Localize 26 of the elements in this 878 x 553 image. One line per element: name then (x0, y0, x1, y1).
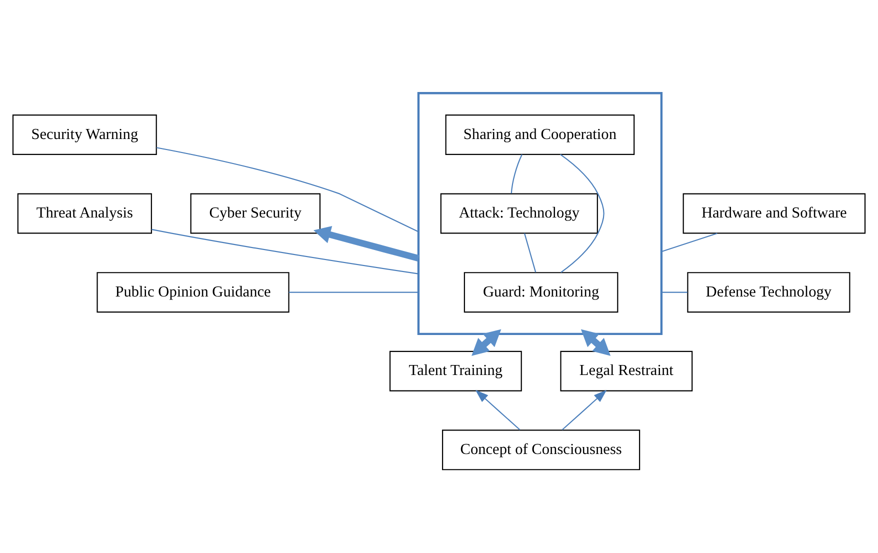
node-box: Security Warning (12, 114, 157, 154)
arrow (475, 389, 520, 430)
node-box: Sharing and Cooperation (445, 114, 635, 154)
node-box: Guard: Monitoring (464, 272, 618, 312)
node-box: Concept of Consciousness (442, 429, 640, 470)
node-box: Public Opinion Guidance (96, 272, 290, 312)
node-box: Hardware and Software (682, 192, 866, 234)
arrow (314, 226, 420, 262)
node-box: Cyber Security (190, 192, 321, 234)
arrow (472, 328, 502, 356)
arrow (562, 389, 607, 430)
arrow (580, 328, 611, 356)
cluster (417, 92, 663, 334)
node-box: Legal Restraint (560, 350, 693, 391)
connector (524, 232, 536, 272)
node-box: Talent Training (389, 350, 522, 391)
node-box: Attack: Technology (440, 192, 598, 234)
connector (661, 291, 688, 292)
node-box: Threat Analysis (17, 192, 152, 234)
connector (661, 232, 718, 252)
connector (288, 291, 418, 292)
connector (152, 228, 419, 274)
connector (510, 154, 522, 194)
node-box: Defense Technology (687, 272, 850, 312)
connector (156, 146, 419, 232)
connector (560, 154, 604, 272)
